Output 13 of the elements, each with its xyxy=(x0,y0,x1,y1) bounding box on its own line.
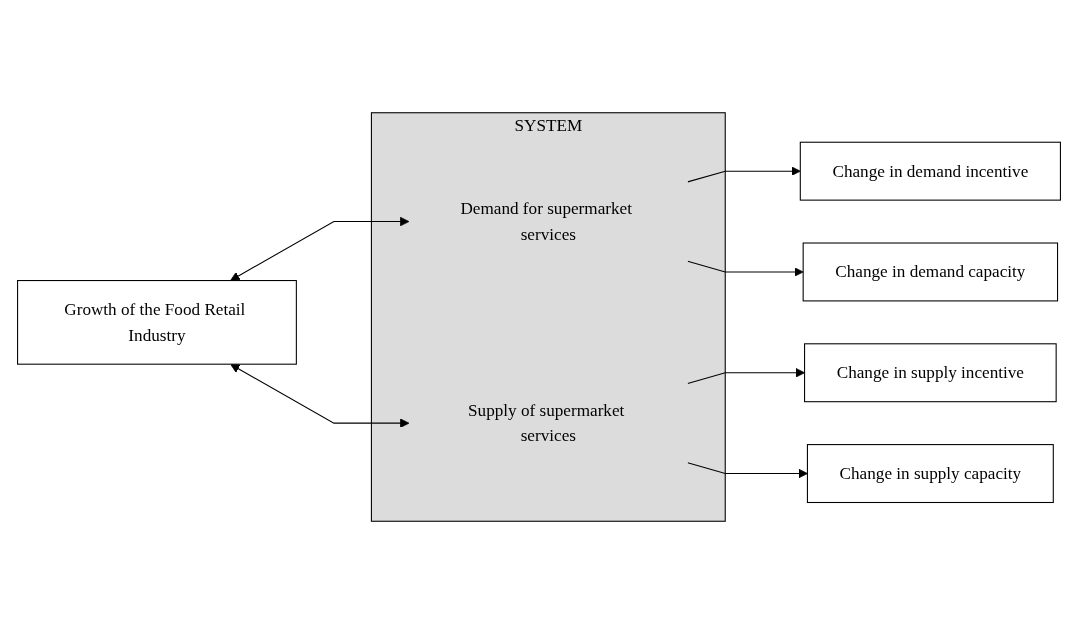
node-box: Change in demand incentive xyxy=(799,141,1061,201)
node-box: Change in supply capacity xyxy=(806,443,1054,503)
arrow xyxy=(687,260,804,277)
arrow xyxy=(687,367,805,384)
node-box: Growth of the Food Retail Industry xyxy=(17,279,297,365)
node-box: Change in demand capacity xyxy=(802,242,1059,301)
arrow xyxy=(230,363,410,428)
arrow xyxy=(230,216,410,281)
arrow xyxy=(687,461,808,478)
node-box: Change in supply incentive xyxy=(804,342,1057,402)
node-text: Demand for supermarket services xyxy=(460,198,632,243)
arrow xyxy=(687,165,801,182)
node-text: Supply of supermarket services xyxy=(468,400,625,445)
